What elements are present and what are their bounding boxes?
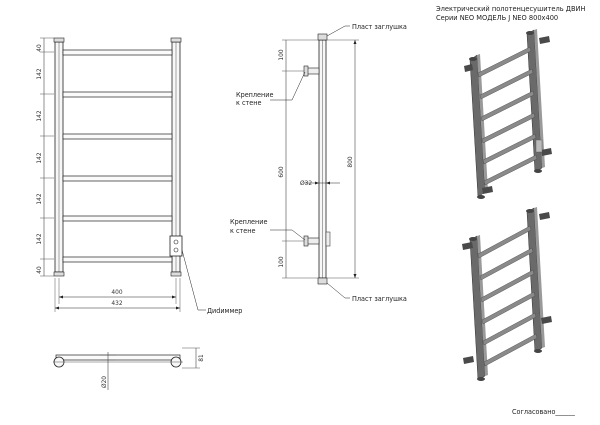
front-rung-3	[62, 133, 173, 140]
front-left-dimension-chain	[40, 37, 54, 277]
bottom-cap-label: Пласт заглушка	[352, 294, 407, 303]
front-dim-width-400: 400	[111, 288, 122, 296]
side-dim-bottom-100: 100	[277, 256, 285, 267]
front-dim-142-c: 142	[35, 152, 43, 163]
front-dim-bottom-40: 40	[35, 266, 43, 274]
side-diameter-dimension	[304, 181, 340, 185]
front-rung-5	[62, 215, 173, 222]
approval-label: Согласовано______	[512, 407, 576, 416]
side-top-cap	[317, 33, 328, 41]
mount-top-leader	[270, 71, 306, 101]
side-dim-middle-600: 600	[277, 166, 285, 177]
side-dim-top-100: 100	[277, 49, 285, 60]
mount-bottom-leader	[270, 229, 306, 241]
front-width-dimensions	[54, 278, 181, 312]
bottom-rung	[55, 354, 181, 361]
side-wall-mount-top	[303, 65, 320, 77]
mount-bottom-label-line-2: к стене	[230, 226, 255, 235]
front-left-bottom-cap	[53, 271, 65, 277]
front-rung-6	[62, 256, 173, 263]
dimmer-leader	[181, 249, 206, 311]
render-view-1	[464, 29, 552, 199]
front-dim-142-b: 142	[35, 110, 43, 121]
side-dimmer	[325, 231, 331, 247]
front-dim-142-d: 142	[35, 193, 43, 204]
front-dim-width-432: 432	[111, 299, 122, 307]
side-bottom-cap	[317, 277, 328, 285]
side-view: 100 600 100 800 Ø32 Пласт заглушка Пласт…	[230, 22, 407, 303]
dimmer-label: Диdиммер	[207, 306, 242, 315]
bottom-dim-diameter-20: Ø20	[100, 376, 108, 388]
mount-top-label-line-2: к стене	[236, 98, 261, 107]
mount-top-label-line-1: Крепление	[236, 90, 273, 99]
title-line-2: Серии NEO МОДЕЛЬ J NEO 800х400	[436, 13, 558, 22]
front-rung-4	[62, 175, 173, 182]
front-rung-1	[62, 49, 173, 56]
dimmer-box	[169, 235, 183, 257]
bottom-view: Ø20 81	[53, 347, 205, 390]
render-view-2	[462, 207, 552, 381]
side-right-height-dimension	[327, 39, 359, 279]
side-wall-mount-bottom	[303, 235, 320, 247]
front-right-bottom-cap	[170, 271, 182, 277]
bottom-diameter-dimension	[100, 352, 116, 390]
mount-bottom-label-line-1: Крепление	[230, 217, 267, 226]
side-left-dimension-chain	[282, 39, 318, 279]
front-dim-142-a: 142	[35, 68, 43, 79]
top-cap-leader	[326, 25, 350, 37]
bottom-depth-dimension	[182, 347, 200, 369]
side-dim-height-800: 800	[346, 156, 354, 167]
title-line-1: Электрический полотенцесушитель ДВИН	[436, 4, 586, 13]
front-view: 40 142 142 142 142 142 40 400 432 Диdимм…	[35, 37, 242, 315]
bottom-dim-depth-81: 81	[197, 354, 205, 362]
front-dim-142-e: 142	[35, 233, 43, 244]
bottom-cap-leader	[326, 282, 350, 299]
front-rung-2	[62, 91, 173, 98]
front-left-top-cap	[53, 37, 65, 43]
top-cap-label: Пласт заглушка	[352, 22, 407, 31]
side-dim-diameter-32: Ø32	[300, 179, 312, 187]
front-right-top-cap	[170, 37, 182, 43]
front-dim-top-40: 40	[35, 44, 43, 52]
